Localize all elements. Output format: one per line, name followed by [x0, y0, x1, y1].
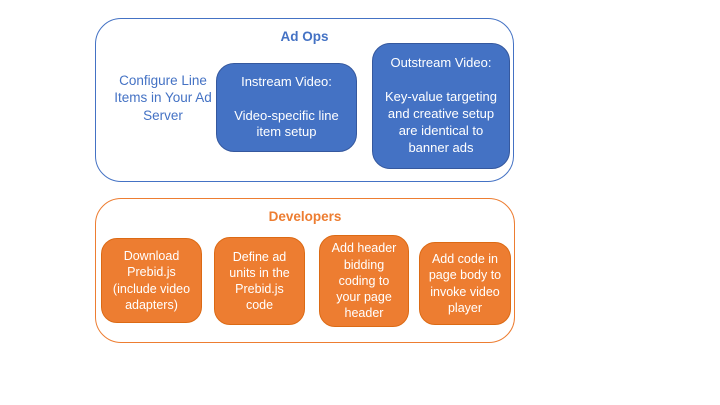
instream-video-box: Instream Video: Video-specific line item… — [216, 63, 357, 152]
developers-title: Developers — [268, 209, 342, 224]
download-prebid-box: Download Prebid.js (include video adapte… — [101, 238, 202, 323]
outstream-video-box: Outstream Video: Key-value targeting and… — [372, 43, 510, 169]
ad-ops-group: Ad Ops Configure Line Items in Your Ad S… — [95, 18, 514, 182]
ad-ops-title: Ad Ops — [280, 29, 329, 44]
define-ad-units-box: Define ad units in the Prebid.js code — [214, 237, 305, 325]
developers-group: Developers Download Prebid.js (include v… — [95, 198, 515, 343]
add-page-body-code-box: Add code in page body to invoke video pl… — [419, 242, 511, 325]
configure-line-items-note: Configure Line Items in Your Ad Server — [114, 73, 212, 123]
add-header-bidding-box: Add header bidding coding to your page h… — [319, 235, 409, 327]
